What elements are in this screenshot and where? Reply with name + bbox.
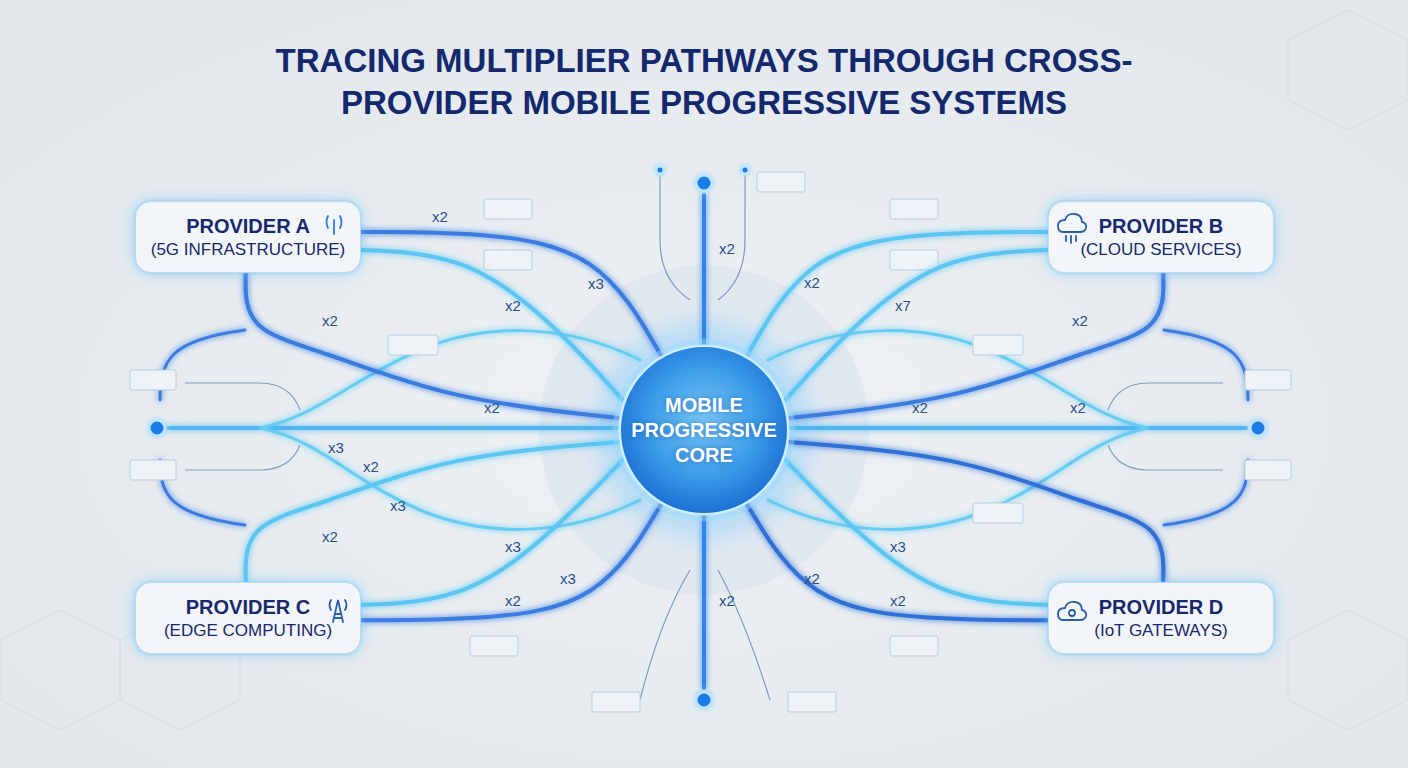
multiplier-label: x2 xyxy=(1070,399,1086,416)
tag-box xyxy=(484,199,532,219)
hex-grid xyxy=(1288,610,1408,730)
tag-box xyxy=(130,370,176,390)
connector xyxy=(246,442,619,582)
multiplier-label: x3 xyxy=(890,538,906,555)
terminal-dot xyxy=(741,166,749,174)
multiplier-label: x2 xyxy=(505,297,521,314)
tag-box xyxy=(973,503,1023,523)
tag-box xyxy=(890,250,938,270)
lead-line xyxy=(660,170,690,300)
terminal-dot xyxy=(696,175,712,191)
tag-box xyxy=(788,692,836,712)
connector xyxy=(789,273,1163,418)
branch-wire xyxy=(1164,330,1248,400)
provider-box: PROVIDER C(EDGE COMPUTING) xyxy=(135,582,361,654)
multiplier-label: x2 xyxy=(484,399,500,416)
tag-box xyxy=(890,636,938,656)
multiplier-label: x3 xyxy=(390,497,406,514)
multiplier-label: x3 xyxy=(560,570,576,587)
core-circle: MOBILE PROGRESSIVE CORE xyxy=(618,344,790,516)
tag-box xyxy=(592,692,640,712)
multiplier-label: x3 xyxy=(588,275,604,292)
connector xyxy=(785,459,1048,605)
corner-grid xyxy=(0,10,1408,730)
multiplier-label: x2 xyxy=(363,458,379,475)
provider-box: PROVIDER D(IoT GATEWAYS) xyxy=(1048,582,1274,654)
provider-box: PROVIDER A(5G INFRASTRUCTURE) xyxy=(135,201,361,273)
node-heading: PROVIDER D xyxy=(1099,594,1223,620)
tag-placeholders xyxy=(130,172,1291,712)
hex-grid xyxy=(0,610,120,730)
multiplier-label: x2 xyxy=(912,399,928,416)
tag-box xyxy=(484,250,532,270)
diagram-title: TRACING MULTIPLIER PATHWAYS THROUGH CROS… xyxy=(204,40,1204,124)
multiplier-label: x3 xyxy=(328,439,344,456)
tag-box xyxy=(1245,460,1291,480)
node-subtitle: (CLOUD SERVICES) xyxy=(1080,239,1241,261)
terminal-dot xyxy=(656,166,664,174)
terminal-dot xyxy=(696,692,712,708)
node-subtitle: (IoT GATEWAYS) xyxy=(1094,620,1228,642)
multiplier-label: x2 xyxy=(505,592,521,609)
lead-line xyxy=(718,170,745,300)
node-heading: PROVIDER B xyxy=(1099,213,1223,239)
trunk-wire xyxy=(168,426,618,430)
connector xyxy=(246,273,619,418)
core-disc xyxy=(620,346,789,515)
lead-line xyxy=(718,570,770,700)
multiplier-label: x3 xyxy=(505,538,521,555)
multiplier-label: x2 xyxy=(719,240,735,257)
terminal-dot xyxy=(149,420,165,436)
tag-box xyxy=(973,335,1023,355)
connector xyxy=(789,442,1163,582)
lead-line xyxy=(185,445,300,470)
hex-grid xyxy=(1288,10,1408,130)
tag-box xyxy=(1245,370,1291,390)
multiplier-label: x7 xyxy=(895,297,911,314)
tag-box xyxy=(757,172,805,192)
node-heading: MOBILE PROGRESSIVE CORE xyxy=(629,393,779,468)
multiplier-label: x2 xyxy=(890,592,906,609)
multiplier-label: x2 xyxy=(1072,312,1088,329)
tag-box xyxy=(470,636,518,656)
node-heading: PROVIDER A xyxy=(186,213,310,239)
tag-box xyxy=(388,335,438,355)
provider-box: PROVIDER B(CLOUD SERVICES) xyxy=(1048,201,1274,273)
node-subtitle: (EDGE COMPUTING) xyxy=(164,620,332,642)
title-wrap: TRACING MULTIPLIER PATHWAYS THROUGH CROS… xyxy=(0,40,1408,124)
terminal-dots xyxy=(149,166,1266,708)
core-outer-glow xyxy=(613,339,795,521)
multiplier-label: x2 xyxy=(804,274,820,291)
lead-line xyxy=(1108,445,1223,470)
trunk-wire xyxy=(790,426,1246,430)
multiplier-label: x2 xyxy=(804,570,820,587)
connector xyxy=(361,459,623,605)
multiplier-label: x2 xyxy=(432,208,448,225)
trunk-wire xyxy=(702,516,706,688)
multiplier-label: x2 xyxy=(322,312,338,329)
terminal-dot xyxy=(1250,420,1266,436)
tag-box xyxy=(130,460,176,480)
lead-line xyxy=(185,383,300,410)
multiplier-label: x2 xyxy=(322,528,338,545)
multiplier-label: x2 xyxy=(719,592,735,609)
node-subtitle: (5G INFRASTRUCTURE) xyxy=(151,239,346,261)
trunk-wire xyxy=(702,195,706,344)
node-heading: PROVIDER C xyxy=(186,594,310,620)
tag-box xyxy=(890,199,938,219)
lead-line xyxy=(640,570,690,700)
lead-line xyxy=(1108,383,1223,410)
